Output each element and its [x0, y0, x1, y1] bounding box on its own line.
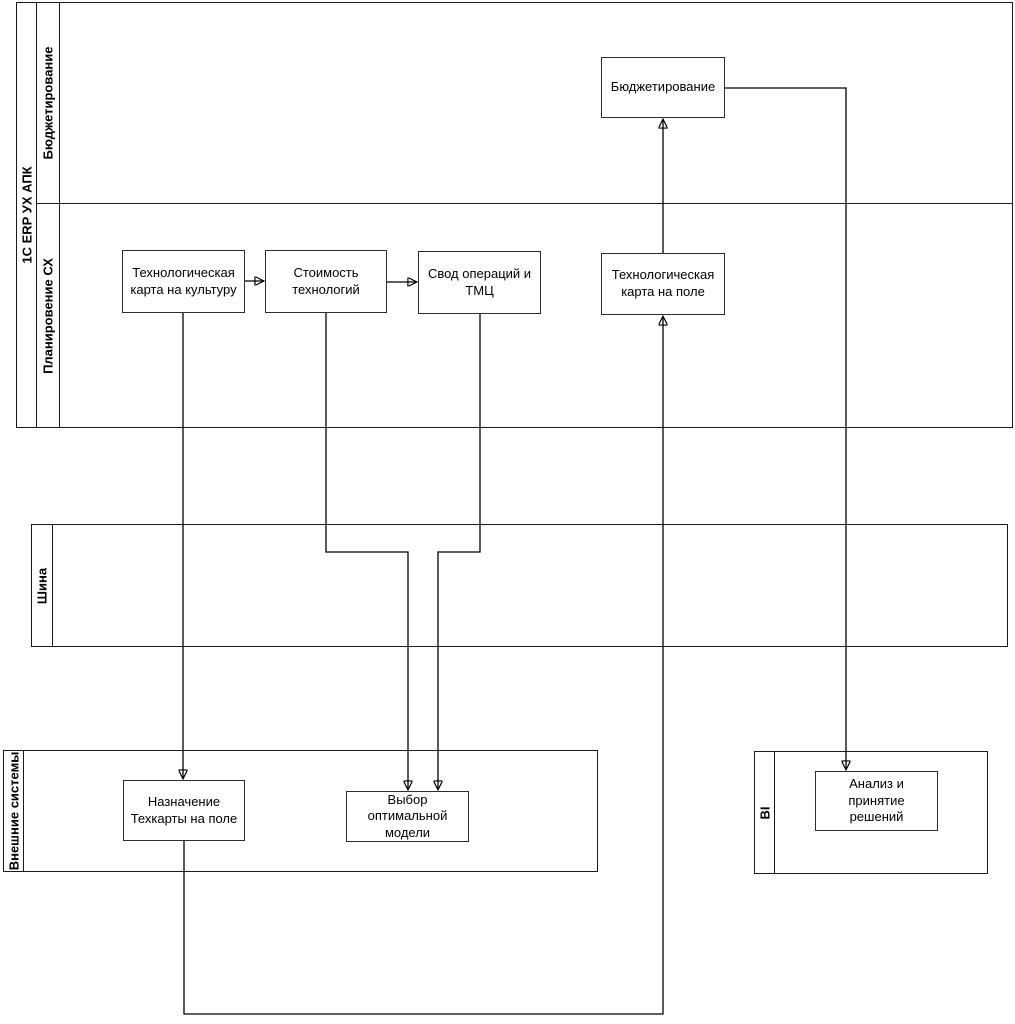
pool-bus-body	[53, 525, 1007, 646]
pool-external-body	[24, 751, 597, 871]
node-operations-summary: Свод операций и ТМЦ	[418, 251, 541, 314]
pool-external-title-column: Внешние системы	[4, 751, 24, 871]
node-analysis-decisions-label: Анализ и принятие решений	[848, 776, 905, 825]
pool-erp-title-column: 1С ERP УХ АПК	[17, 3, 37, 427]
node-assign-tech-map-label: Назначение Техкарты на поле	[130, 793, 238, 826]
lane-planning: Планировение СХ	[37, 203, 1012, 427]
node-optimal-model: Выбор оптимальной модели	[346, 791, 469, 842]
pool-bus: Шина	[31, 524, 1008, 647]
pool-bi-title-column: BI	[755, 752, 775, 873]
node-budgeting: Бюджетирование	[601, 57, 725, 118]
node-tech-map-culture: Технологическая карта на культуру	[122, 250, 245, 313]
node-analysis-decisions: Анализ и принятие решений	[815, 771, 938, 831]
node-optimal-model-label: Выбор оптимальной модели	[367, 791, 448, 840]
lane-budgeting-label: Бюджетирование	[40, 46, 56, 160]
lane-budgeting: Бюджетирование	[37, 3, 1012, 204]
node-tech-cost-label: Стоимость технологий	[292, 264, 360, 297]
node-tech-map-field: Технологическая карта на поле	[601, 253, 725, 315]
pool-external: Внешние системы	[3, 750, 598, 872]
lane-planning-body	[60, 204, 1012, 427]
pool-bus-title-column: Шина	[32, 525, 53, 646]
pool-bi: BI	[754, 751, 988, 874]
node-tech-map-culture-label: Технологическая карта на культуру	[130, 264, 237, 297]
pool-bus-title: Шина	[34, 567, 50, 604]
pool-erp-title: 1С ERP УХ АПК	[19, 166, 34, 264]
lane-budgeting-body	[60, 3, 1012, 203]
node-tech-cost: Стоимость технологий	[265, 250, 387, 313]
node-tech-map-field-label: Технологическая карта на поле	[611, 267, 715, 299]
node-operations-summary-label: Свод операций и ТМЦ	[427, 265, 532, 298]
lane-planning-label: Планировение СХ	[40, 257, 56, 374]
node-assign-tech-map: Назначение Техкарты на поле	[123, 780, 245, 841]
lane-budgeting-label-column: Бюджетирование	[37, 3, 60, 204]
node-budgeting-label: Бюджетирование	[610, 79, 716, 95]
pool-erp-lanes: Бюджетирование Планировение СХ	[37, 3, 1012, 427]
pool-bi-title: BI	[757, 806, 772, 819]
lane-planning-label-column: Планировение СХ	[37, 204, 60, 427]
pool-erp: 1С ERP УХ АПК Бюджетирование Планировени…	[16, 2, 1013, 428]
pool-external-title: Внешние системы	[6, 751, 21, 871]
